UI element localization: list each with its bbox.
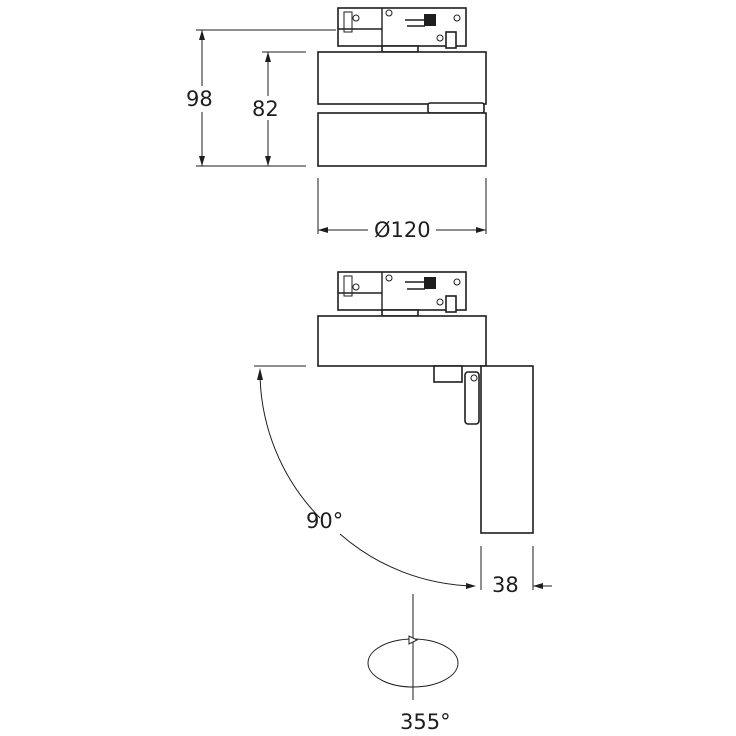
tilt-angle-label: 90°	[306, 509, 343, 533]
driver-housing-tilted	[317, 315, 487, 367]
total-height-label: 98	[186, 87, 213, 111]
track-adapter-top	[337, 7, 467, 53]
front-elevation: 98 82 Ø120	[186, 7, 487, 242]
body-height-label: 82	[252, 97, 279, 121]
lamp-head-tilted	[480, 365, 534, 534]
head-width-label: 38	[492, 573, 519, 597]
dimension-diameter: Ø120	[317, 178, 487, 242]
tilt-bracket	[433, 365, 480, 425]
diameter-label: Ø120	[374, 218, 431, 242]
track-adapter-bottom	[337, 271, 467, 317]
tilt-arc: 90°	[254, 365, 476, 589]
dimension-82: 82	[252, 51, 306, 166]
dimension-38: 38	[480, 546, 552, 597]
tilted-elevation: 90° 38 355°	[254, 271, 552, 734]
lamp-housing	[317, 112, 487, 167]
rotation-symbol: 355°	[367, 594, 459, 734]
dimension-98: 98	[186, 29, 336, 167]
pivot-hinge	[427, 102, 485, 114]
rotation-angle-label: 355°	[400, 710, 451, 734]
driver-housing	[317, 51, 487, 105]
